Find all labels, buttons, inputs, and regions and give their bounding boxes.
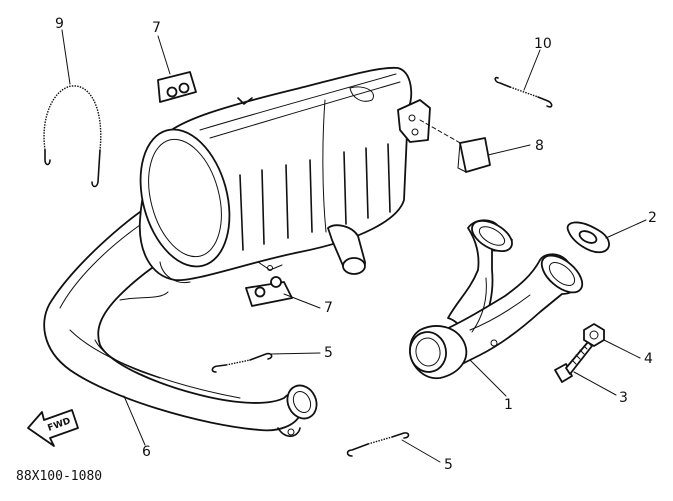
- callout-5-lower: 5: [444, 457, 453, 473]
- callout-6: 6: [142, 444, 151, 460]
- spring-short-lower: [346, 432, 410, 457]
- spring-long: [43, 85, 102, 188]
- callout-7-upper: 7: [152, 20, 161, 36]
- spring-short-upper: [494, 76, 553, 108]
- callout-4: 4: [644, 351, 653, 367]
- callout-2: 2: [648, 210, 657, 226]
- bracket-upper: [157, 71, 197, 103]
- callout-10: 10: [534, 36, 552, 52]
- exhaust-header: [409, 219, 584, 379]
- callout-9: 9: [55, 16, 64, 32]
- callout-5-upper: 5: [324, 345, 333, 361]
- spring-short-mid: [211, 352, 273, 373]
- callout-8: 8: [535, 138, 544, 154]
- callout-3: 3: [619, 390, 628, 406]
- callout-labels: 9 7 10 8 2 7 5 4 3 1 6 5: [55, 16, 657, 473]
- leader-lines: [61, 29, 647, 463]
- nut: [583, 323, 605, 347]
- forward-direction-arrow: FWD: [27, 409, 79, 447]
- callout-7-lower: 7: [324, 300, 333, 316]
- muffler: [138, 66, 431, 284]
- gasket: [566, 221, 610, 254]
- exhaust-pipe: [43, 204, 318, 438]
- bracket-lower: [245, 276, 293, 307]
- damper-rubber: [419, 119, 491, 173]
- bolt: [554, 341, 593, 383]
- callout-1: 1: [504, 397, 513, 413]
- drawing-code: 88X100-1080: [16, 469, 102, 484]
